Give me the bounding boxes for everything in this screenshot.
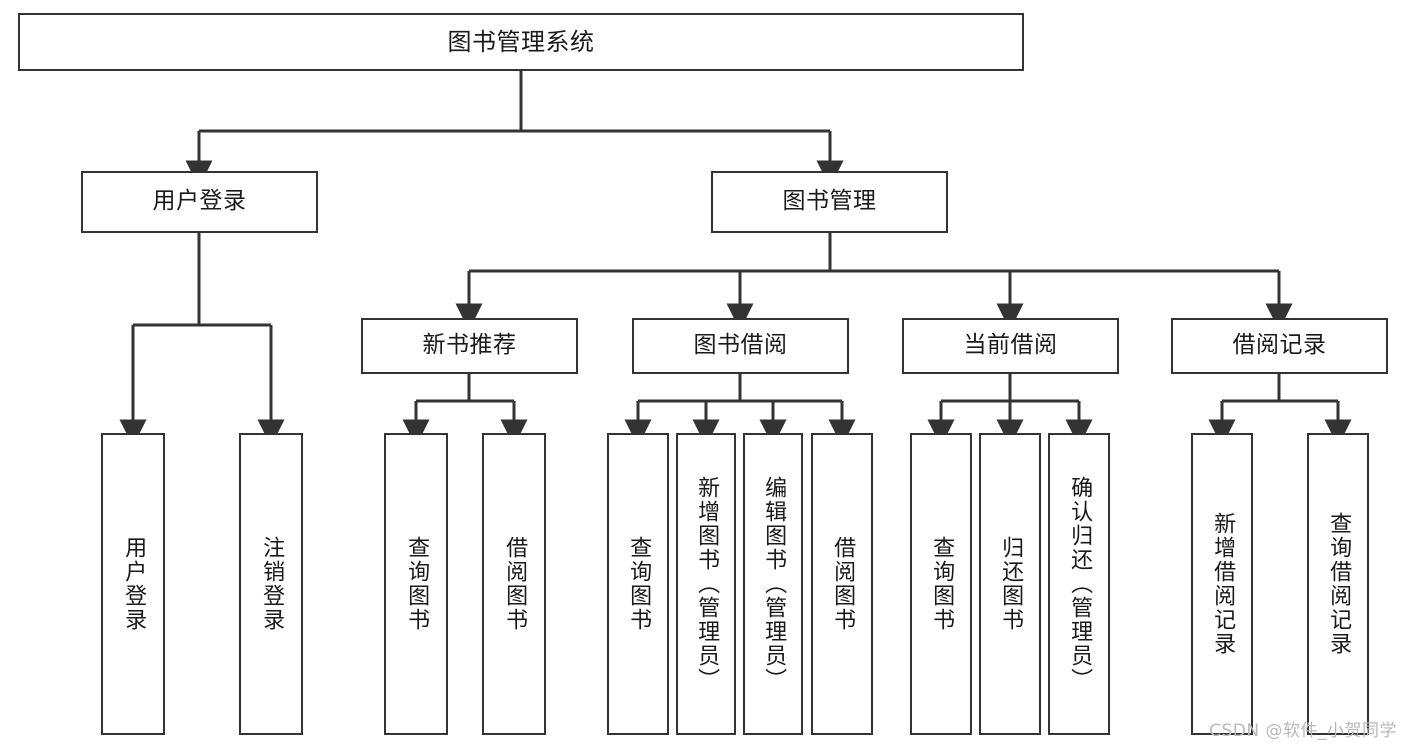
node-book-management[interactable]: 图书管理: [711, 171, 948, 233]
node-leaf-user-login-label: 用户登录: [121, 536, 147, 632]
node-leaf-return-book-label: 归还图书: [998, 536, 1024, 632]
node-book-borrow[interactable]: 图书借阅: [632, 318, 849, 374]
node-new-book-recommend[interactable]: 新书推荐: [361, 318, 578, 374]
node-borrow-record-label: 借阅记录: [1232, 332, 1327, 359]
node-leaf-query-book-2-label: 查询图书: [626, 536, 652, 632]
node-root[interactable]: 图书管理系统: [18, 13, 1024, 71]
node-leaf-borrow-book-1[interactable]: 借阅图书: [482, 433, 546, 735]
node-leaf-confirm-return[interactable]: 确认归还（管理员）: [1048, 433, 1110, 735]
node-leaf-add-book[interactable]: 新增图书（管理员）: [676, 433, 736, 735]
node-leaf-edit-book[interactable]: 编辑图书（管理员）: [743, 433, 803, 735]
node-leaf-borrow-book-1-label: 借阅图书: [502, 536, 528, 632]
node-leaf-query-record[interactable]: 查询借阅记录: [1307, 433, 1369, 735]
csdn-watermark: CSDN @软件_小贺同学: [1209, 721, 1397, 741]
node-leaf-query-book-2[interactable]: 查询图书: [607, 433, 669, 735]
node-leaf-add-record[interactable]: 新增借阅记录: [1191, 433, 1253, 735]
node-leaf-borrow-book-2[interactable]: 借阅图书: [811, 433, 873, 735]
node-leaf-borrow-book-2-label: 借阅图书: [830, 536, 856, 632]
node-leaf-return-book[interactable]: 归还图书: [979, 433, 1041, 735]
node-book-management-label: 图书管理: [782, 188, 877, 215]
node-leaf-user-login[interactable]: 用户登录: [101, 433, 165, 735]
node-leaf-query-book-1[interactable]: 查询图书: [384, 433, 448, 735]
node-borrow-record[interactable]: 借阅记录: [1171, 318, 1388, 374]
node-leaf-add-record-label: 新增借阅记录: [1210, 512, 1236, 656]
node-leaf-confirm-return-label: 确认归还（管理员）: [1067, 476, 1093, 692]
node-leaf-query-book-3-label: 查询图书: [929, 536, 955, 632]
node-current-borrow[interactable]: 当前借阅: [902, 318, 1119, 374]
node-leaf-add-book-label: 新增图书（管理员）: [694, 476, 720, 692]
node-leaf-query-book-1-label: 查询图书: [404, 536, 430, 632]
node-user-login-label: 用户登录: [152, 188, 247, 215]
node-leaf-query-book-3[interactable]: 查询图书: [910, 433, 972, 735]
node-leaf-user-logout[interactable]: 注销登录: [239, 433, 303, 735]
node-new-book-recommend-label: 新书推荐: [422, 332, 517, 359]
node-root-label: 图书管理系统: [447, 27, 595, 56]
node-leaf-query-record-label: 查询借阅记录: [1326, 512, 1352, 656]
node-current-borrow-label: 当前借阅: [963, 332, 1058, 359]
node-leaf-user-logout-label: 注销登录: [259, 536, 285, 632]
node-book-borrow-label: 图书借阅: [693, 332, 788, 359]
node-leaf-edit-book-label: 编辑图书（管理员）: [761, 476, 787, 692]
node-user-login[interactable]: 用户登录: [81, 171, 318, 233]
